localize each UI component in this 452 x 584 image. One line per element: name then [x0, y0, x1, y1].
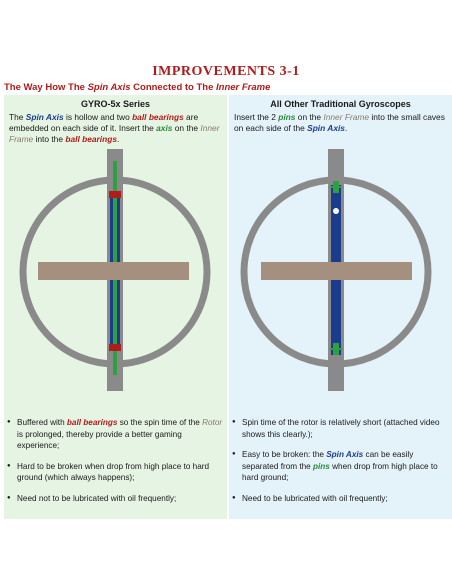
subtitle-spin-axis: Spin Axis: [87, 82, 131, 93]
page-title: IMPROVEMENTS 3-1: [152, 64, 300, 79]
desc-text: into the: [33, 134, 66, 144]
subtitle: The Way How The Spin Axis Connected to T…: [4, 82, 270, 93]
subtitle-inner-frame: Inner Frame: [216, 82, 271, 93]
bullet-text: can be easily separated from the: [242, 450, 414, 471]
bullet-text: Easy to be broken: the: [242, 450, 327, 459]
desc-ball-bearings: ball bearings: [65, 134, 118, 144]
gyro-5x-bullets: Buffered with ball bearings so the spin …: [7, 417, 225, 513]
gyro-5x-column: GYRO-5x Series The Spin Axis is hollow a…: [4, 95, 227, 519]
desc-text: into the small caves on each side of the: [234, 112, 445, 133]
list-item: Spin time of the rotor is relatively sho…: [232, 417, 450, 440]
traditional-header: All Other Traditional Gyroscopes: [270, 99, 411, 109]
desc-pins: pins: [278, 112, 296, 122]
pin-bottom-cap: [330, 348, 342, 350]
traditional-column: All Other Traditional Gyroscopes Insert …: [229, 95, 452, 519]
bullet-text: so the spin time of the: [117, 418, 203, 427]
bullet-text: is prolonged, thereby provide a better g…: [17, 429, 182, 451]
bullet-ball-bearings: ball bearings: [66, 418, 118, 427]
rotor: [261, 262, 412, 280]
bullet-text: when drop from high place to hard ground…: [242, 461, 438, 483]
bullet-text: Buffered with: [17, 418, 67, 427]
desc-axis: axis: [156, 123, 173, 133]
desc-text: Insert the 2: [234, 112, 279, 122]
desc-text: are embedded on each side of it. Insert …: [9, 112, 199, 133]
desc-inner-frame: Inner Frame: [323, 112, 370, 122]
pin-top-cap: [330, 186, 342, 188]
desc-text: .: [344, 123, 348, 133]
desc-text: on the: [172, 123, 201, 133]
list-item: Easy to be broken: the Spin Axis can be …: [232, 449, 450, 484]
desc-ball-bearings: ball bearings: [132, 112, 184, 122]
traditional-diagram: [240, 149, 432, 391]
list-item: Buffered with ball bearings so the spin …: [7, 417, 225, 452]
gyro-5x-description: The Spin Axis is hollow and two ball bea…: [9, 112, 222, 145]
traditional-bullets: Spin time of the rotor is relatively sho…: [232, 417, 450, 513]
desc-text: on the: [295, 112, 324, 122]
gyro-5x-header: GYRO-5x Series: [80, 99, 151, 109]
desc-inner-frame: Inner Frame: [9, 123, 220, 144]
traditional-description: Insert the 2 pins on the Inner Frame int…: [234, 112, 447, 134]
desc-text: .: [117, 134, 120, 144]
subtitle-text-2: Connected to The: [130, 82, 217, 93]
ball-bearing-bottom: [109, 344, 121, 351]
rotor: [38, 262, 189, 280]
list-item: Need not to be lubricated with oil frequ…: [7, 493, 225, 505]
desc-text: The: [9, 112, 26, 122]
gyro-5x-diagram: [19, 149, 211, 391]
desc-spin-axis: Spin Axis: [25, 112, 64, 122]
list-item: Hard to be broken when drop from high pl…: [7, 461, 225, 484]
desc-text: is hollow and two: [63, 112, 133, 122]
bullet-spin-axis: Spin Axis: [326, 450, 364, 459]
list-item: Need to be lubricated with oil frequentl…: [232, 493, 450, 505]
ball-bearing-top: [109, 191, 121, 198]
subtitle-text-1: The Way How The: [4, 82, 88, 93]
pin-hole: [333, 208, 339, 214]
bullet-rotor: Rotor: [202, 418, 223, 427]
desc-spin-axis: Spin Axis: [307, 123, 345, 133]
bullet-pins: pins: [313, 461, 330, 471]
